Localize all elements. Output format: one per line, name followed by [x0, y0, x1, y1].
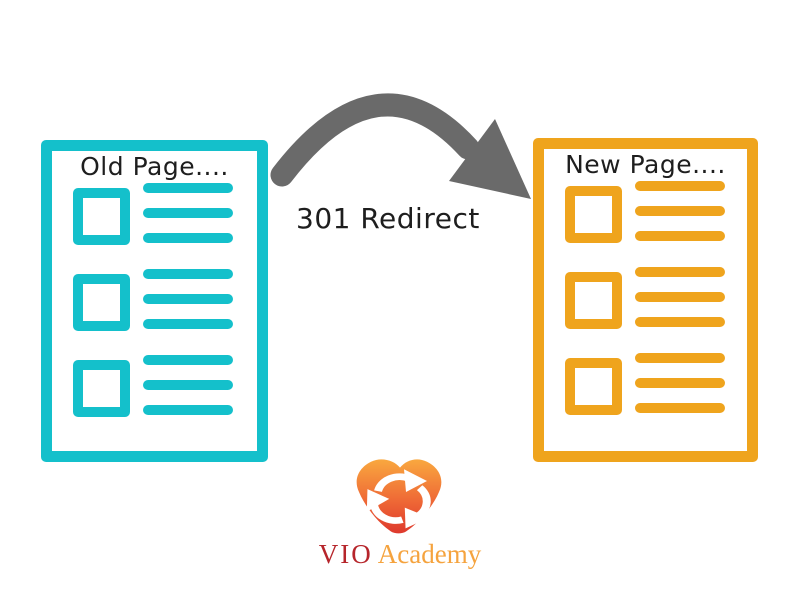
text-line-bar [143, 183, 233, 193]
redirect-label: 301 Redirect [296, 202, 480, 235]
image-placeholder-box [565, 358, 622, 415]
text-lines [635, 353, 725, 415]
content-row [52, 269, 257, 331]
text-line-bar [635, 231, 725, 241]
text-lines [143, 183, 233, 245]
text-line-bar [635, 353, 725, 363]
text-lines [143, 355, 233, 417]
text-line-bar [143, 355, 233, 365]
content-row [544, 353, 747, 415]
text-line-bar [143, 233, 233, 243]
text-lines [635, 181, 725, 243]
image-placeholder-box [73, 188, 130, 245]
text-line-bar [143, 319, 233, 329]
text-line-bar [635, 378, 725, 388]
text-lines [635, 267, 725, 329]
brand-name-academy: Academy [377, 539, 482, 569]
text-line-bar [635, 292, 725, 302]
old-page-card: Old Page.... [41, 140, 268, 462]
cycle-arrows-icon [350, 459, 450, 539]
text-line-bar [143, 269, 233, 279]
text-lines [143, 269, 233, 331]
content-row [544, 181, 747, 243]
image-placeholder-box [565, 186, 622, 243]
text-line-bar [143, 294, 233, 304]
new-page-content [544, 181, 747, 415]
content-row [52, 183, 257, 245]
image-placeholder-box [73, 274, 130, 331]
content-row [52, 355, 257, 417]
content-row [544, 267, 747, 329]
brand-name-vio: VIO [318, 539, 373, 569]
text-line-bar [635, 317, 725, 327]
text-line-bar [143, 405, 233, 415]
old-page-title: Old Page.... [80, 152, 229, 181]
text-line-bar [635, 206, 725, 216]
text-line-bar [143, 380, 233, 390]
image-placeholder-box [73, 360, 130, 417]
new-page-title: New Page.... [565, 150, 726, 179]
image-placeholder-box [565, 272, 622, 329]
text-line-bar [143, 208, 233, 218]
text-line-bar [635, 403, 725, 413]
new-page-card: New Page.... [533, 138, 758, 462]
text-line-bar [635, 181, 725, 191]
text-line-bar [635, 267, 725, 277]
old-page-content [52, 183, 257, 417]
